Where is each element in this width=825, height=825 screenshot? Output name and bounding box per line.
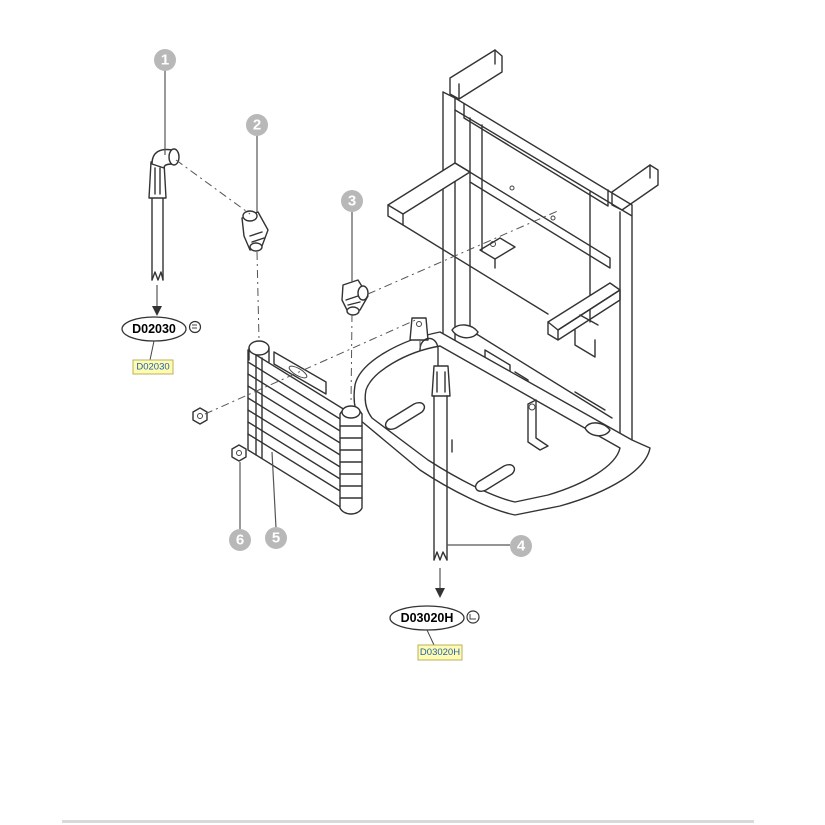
- callout-2: 2: [246, 114, 268, 136]
- reference-tag[interactable]: D02030: [136, 362, 169, 373]
- callout-4: 4: [510, 535, 532, 557]
- callout-label: 1: [161, 52, 169, 69]
- hose-1: [148, 148, 180, 281]
- mounting-frame: [353, 49, 659, 516]
- callout-label: 3: [348, 193, 356, 210]
- reference-d02030[interactable]: D02030 D02030: [121, 316, 202, 375]
- callout-3: 3: [341, 190, 363, 212]
- callout-bubble: [229, 529, 251, 551]
- callout-label: 4: [517, 538, 526, 555]
- footer-divider: [62, 820, 754, 823]
- reference-code: D03020H: [401, 611, 454, 625]
- callout-bubble: [265, 527, 287, 549]
- reference-arrows: [152, 285, 445, 598]
- assembly-lines: [175, 159, 561, 415]
- callout-label: 6: [236, 532, 244, 549]
- reference-tag-box: [132, 359, 174, 375]
- elbow-fitting-2: [241, 210, 269, 252]
- reference-tag[interactable]: D03020H: [420, 647, 460, 658]
- callout-bubble: [154, 49, 176, 71]
- callout-6: 6: [229, 529, 251, 551]
- reference-code: D02030: [132, 322, 176, 336]
- reference-d03020h[interactable]: D03020H D03020H: [389, 605, 480, 661]
- callout-label: 5: [272, 530, 280, 547]
- callout-bubble: [246, 114, 268, 136]
- elbow-fitting-3: [341, 279, 369, 316]
- callout-5: 5: [265, 527, 287, 549]
- reference-tag-box: [417, 644, 463, 661]
- page-symbol-icon: [188, 320, 202, 334]
- hose-4: [409, 317, 451, 561]
- oil-cooler: [247, 340, 363, 515]
- leader-lines: [164, 70, 510, 546]
- clock-symbol-icon: [466, 610, 480, 624]
- callout-1: 1: [154, 49, 176, 71]
- callout-bubble: [510, 535, 532, 557]
- nut-6: [192, 407, 247, 462]
- callout-bubble: [341, 190, 363, 212]
- callout-label: 2: [253, 117, 261, 134]
